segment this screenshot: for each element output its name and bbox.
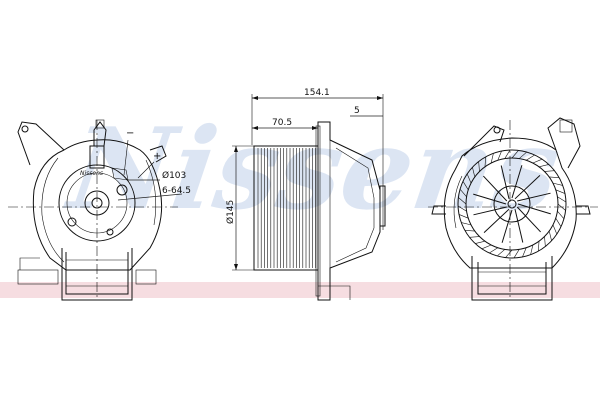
impeller-spoke xyxy=(473,206,507,216)
fan-blade xyxy=(458,197,467,205)
rear-view xyxy=(428,117,598,301)
fan-blade xyxy=(462,181,469,190)
fan-blade xyxy=(466,173,472,184)
fan-blade xyxy=(552,182,563,186)
fan-blade xyxy=(526,154,535,161)
fan-blade xyxy=(544,170,555,172)
impeller-spoke xyxy=(511,165,523,199)
diameter-height-label: Ø145 xyxy=(225,200,236,224)
fan-blade xyxy=(490,153,494,164)
fan-blade xyxy=(557,203,566,211)
wheel-depth-label: 70.5 xyxy=(272,118,292,128)
fan-blade xyxy=(513,249,520,259)
impeller-spoke xyxy=(517,192,551,202)
fan-blade xyxy=(505,249,513,258)
impeller-spoke xyxy=(483,208,510,233)
fan-blade xyxy=(532,158,543,164)
fan-blade xyxy=(481,244,492,250)
minus-mark: − xyxy=(126,128,134,139)
fan-blade xyxy=(555,218,562,227)
impeller-spoke xyxy=(501,209,513,243)
impeller-spoke xyxy=(514,209,524,243)
impeller-spoke xyxy=(514,175,541,200)
fan-blade xyxy=(522,247,527,258)
fan-blade xyxy=(469,236,480,238)
fan-blade xyxy=(484,156,487,167)
fan-blade xyxy=(552,224,558,235)
front-view: Nissens − + Ø103 6-64.5 xyxy=(8,119,191,301)
fan-blade xyxy=(497,249,505,257)
watermark-band xyxy=(0,282,600,298)
overall-length-label: 154.1 xyxy=(304,88,330,98)
fan-blade xyxy=(555,189,566,194)
impeller-spoke xyxy=(473,193,507,205)
fan-blade-icon xyxy=(457,149,567,259)
fan-blade xyxy=(557,211,565,219)
bore-circle xyxy=(58,164,136,242)
fan-blade xyxy=(472,167,476,178)
fan-blade xyxy=(457,205,467,212)
fan-blade xyxy=(511,150,519,159)
fan-blade xyxy=(544,236,546,247)
fan-blade xyxy=(557,196,567,203)
fan-blade xyxy=(504,149,511,159)
wheel-slats xyxy=(257,148,316,268)
brand-tag: Nissens xyxy=(80,170,103,177)
flange-label: 5 xyxy=(354,106,360,116)
fan-blade xyxy=(461,222,472,226)
fan-blade xyxy=(489,247,498,254)
impeller-spoke xyxy=(516,206,541,233)
fan-blade xyxy=(519,151,527,159)
fan-blade xyxy=(478,161,480,172)
bore-diameter-label: Ø103 xyxy=(162,170,186,181)
fan-blade xyxy=(548,230,552,241)
side-view: 154.1 70.5 5 Ø145 xyxy=(225,88,386,301)
fan-blade xyxy=(537,241,540,252)
impeller-spoke xyxy=(483,175,508,202)
fan-blade xyxy=(459,189,467,197)
bolt-circle-label: 6-64.5 xyxy=(162,186,191,196)
fan-blade xyxy=(464,229,475,232)
impeller-spoke xyxy=(500,165,510,199)
connector-icon xyxy=(89,119,129,181)
fan-blade xyxy=(530,244,534,255)
fan-blade xyxy=(549,176,560,179)
fan-blade xyxy=(458,214,469,219)
fan-blade xyxy=(497,150,502,161)
watermark-text: Nissens xyxy=(59,103,567,235)
fan-blade xyxy=(475,240,486,244)
fan-blade xyxy=(538,164,549,168)
impeller-spoke xyxy=(517,203,551,215)
plus-mark: + xyxy=(153,151,161,162)
